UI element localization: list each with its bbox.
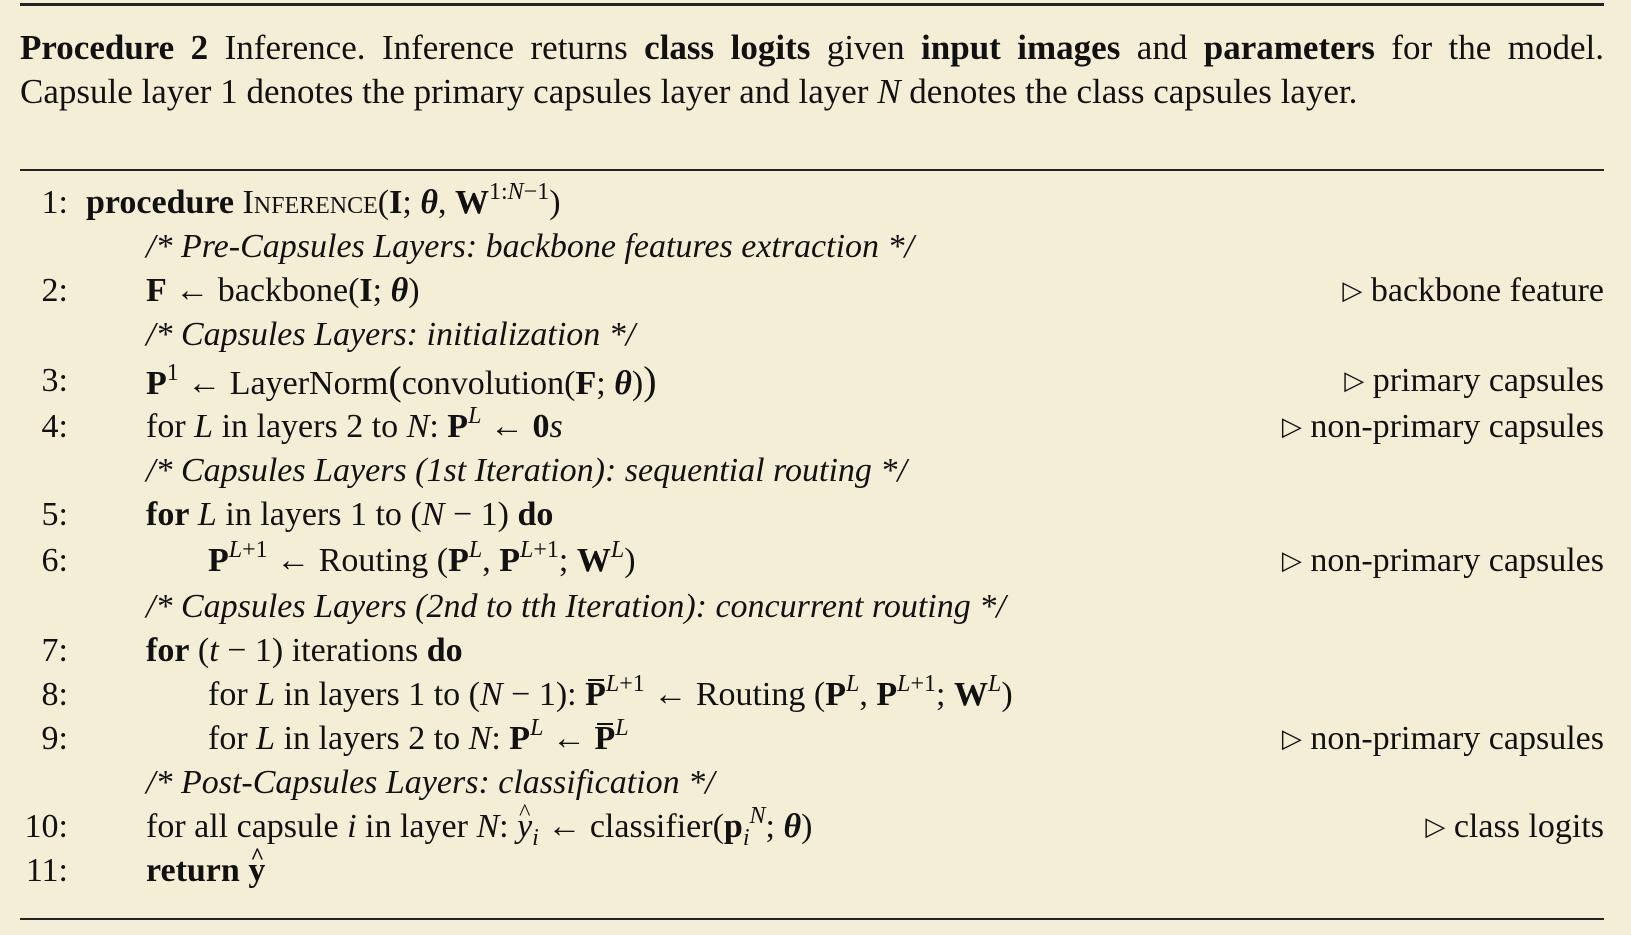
- line-code: return y: [146, 835, 265, 893]
- algo-line-5: 5: for L in layers 1 to (N − 1) do: [20, 493, 1604, 537]
- algo-comment-pre-capsules: /* Pre-Capsules Layers: backbone feature…: [20, 225, 1604, 269]
- line-code: for L in layers 1 to (N − 1) do: [146, 496, 554, 533]
- caption-label: Procedure 2: [20, 28, 209, 67]
- triangle-right-icon: ▷: [1342, 276, 1363, 305]
- caption-text-4: for the model. Capsule layer 1 denotes t…: [20, 28, 1605, 111]
- line-comment: ▷ non-primary capsules: [1281, 720, 1604, 757]
- line-code: for L in layers 2 to N: PL ← 0s: [146, 403, 563, 445]
- line-number: 4:: [41, 408, 68, 445]
- comment-text: /* Pre-Capsules Layers: backbone feature…: [146, 228, 914, 265]
- algo-line-9: 9: for L in layers 2 to N: PL ← PL ▷ non…: [20, 716, 1604, 761]
- algo-comment-post-capsules: /* Post-Capsules Layers: classification …: [20, 761, 1604, 805]
- triangle-right-icon: ▷: [1344, 366, 1365, 395]
- algo-line-1: 1: procedure Inference(I; θ, W1:N−1): [20, 179, 1604, 225]
- triangle-right-icon: ▷: [1281, 546, 1302, 575]
- line-number: 7:: [41, 632, 68, 669]
- caption-bold-class-logits: class logits: [644, 28, 811, 67]
- line-code: for L in layers 2 to N: PL ← PL: [208, 716, 629, 761]
- line-number: 6:: [41, 542, 68, 579]
- algo-line-2: 2: F ← backbone(I; θ) ▷ backbone feature: [20, 269, 1604, 313]
- caption-text-5: denotes the class capsules layer.: [900, 72, 1358, 111]
- algo-line-6: 6: PL+1 ← Routing (PL, PL+1; WL) ▷ non-p…: [20, 537, 1604, 585]
- algo-line-7: 7: for (t − 1) iterations do: [20, 629, 1604, 673]
- line-comment: ▷ backbone feature: [1342, 272, 1604, 309]
- comment-text: /* Capsules Layers (2nd to tth Iteration…: [146, 588, 1006, 625]
- caption-bold-input-images: input images: [921, 28, 1121, 67]
- line-number: 3:: [41, 362, 68, 399]
- line-number: 1:: [41, 184, 68, 221]
- line-code: P1 ← LayerNorm(convolution(F; θ)): [146, 358, 657, 403]
- caption-text-3: and: [1120, 28, 1204, 67]
- line-comment: ▷ class logits: [1425, 808, 1604, 845]
- line-code: PL+1 ← Routing (PL, PL+1; WL): [208, 537, 636, 579]
- algo-comment-concurrent: /* Capsules Layers (2nd to tth Iteration…: [20, 585, 1604, 629]
- line-number: 5:: [41, 496, 68, 533]
- caption-var-n: N: [877, 72, 901, 111]
- line-number: 10:: [24, 808, 68, 845]
- mid-rule: [20, 169, 1604, 171]
- comment-text: /* Capsules Layers (1st Iteration): sequ…: [146, 452, 907, 489]
- top-rule: [20, 3, 1604, 6]
- algorithm-body: 1: procedure Inference(I; θ, W1:N−1) /* …: [20, 179, 1604, 893]
- triangle-right-icon: ▷: [1281, 412, 1302, 441]
- caption-text-1: Inference. Inference returns: [208, 28, 645, 67]
- line-comment: ▷ primary capsules: [1344, 362, 1604, 399]
- line-number: 8:: [41, 676, 68, 713]
- triangle-right-icon: ▷: [1425, 812, 1446, 841]
- comment-text: /* Post-Capsules Layers: classification …: [146, 764, 715, 801]
- triangle-right-icon: ▷: [1281, 724, 1302, 753]
- line-number: 2:: [41, 272, 68, 309]
- algo-comment-initialization: /* Capsules Layers: initialization */: [20, 313, 1604, 357]
- algo-line-4: 4: for L in layers 2 to N: PL ← 0s ▷ non…: [20, 403, 1604, 449]
- bottom-rule: [20, 918, 1604, 920]
- line-code: F ← backbone(I; θ): [146, 272, 420, 309]
- comment-text: /* Capsules Layers: initialization */: [146, 316, 636, 353]
- algo-line-8: 8: for L in layers 1 to (N − 1): PL+1 ← …: [20, 672, 1604, 717]
- line-code: procedure Inference(I; θ, W1:N−1): [86, 179, 561, 221]
- line-code: for (t − 1) iterations do: [146, 632, 463, 669]
- procedure-caption: Procedure 2 Inference. Inference returns…: [20, 26, 1604, 114]
- algo-line-3: 3: P1 ← LayerNorm(convolution(F; θ)) ▷ p…: [20, 357, 1604, 405]
- caption-bold-parameters: parameters: [1203, 28, 1375, 67]
- caption-text-2: given: [810, 28, 922, 67]
- line-number: 9:: [41, 720, 68, 757]
- line-comment: ▷ non-primary capsules: [1281, 542, 1604, 579]
- algo-line-11: 11: return y: [20, 835, 1604, 893]
- line-code: for all capsule i in layer N: yi ← class…: [146, 791, 812, 850]
- algo-line-10: 10: for all capsule i in layer N: yi ← c…: [20, 791, 1604, 850]
- algo-comment-sequential: /* Capsules Layers (1st Iteration): sequ…: [20, 449, 1604, 493]
- line-code: for L in layers 1 to (N − 1): PL+1 ← Rou…: [208, 672, 1013, 717]
- line-number: 11:: [25, 852, 68, 889]
- line-comment: ▷ non-primary capsules: [1281, 408, 1604, 445]
